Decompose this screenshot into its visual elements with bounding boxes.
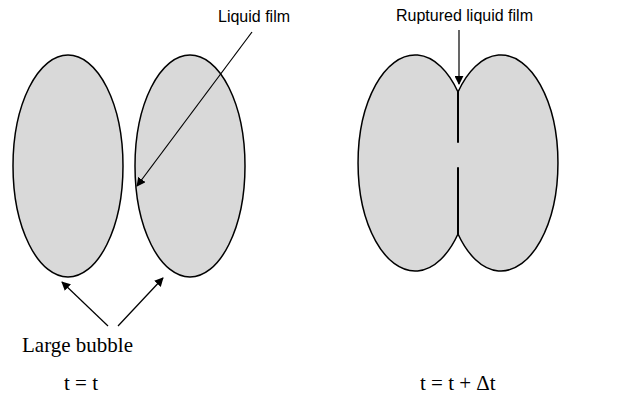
- large-bubble: [13, 55, 123, 277]
- leader-arrow: [62, 282, 108, 326]
- time-label: t = t: [64, 372, 98, 395]
- film-remnant: [457, 168, 459, 234]
- leader-arrow: [137, 32, 252, 186]
- film-remnant: [457, 92, 459, 142]
- film-label: Ruptured liquid film: [396, 7, 533, 25]
- bubble-label: Large bubble: [22, 334, 133, 357]
- leader-arrow: [118, 278, 163, 326]
- film-label: Liquid film: [218, 8, 290, 26]
- time-label: t = t + Δt: [420, 372, 496, 395]
- leader-arrow: [458, 30, 459, 84]
- merged-bubble: [358, 55, 558, 271]
